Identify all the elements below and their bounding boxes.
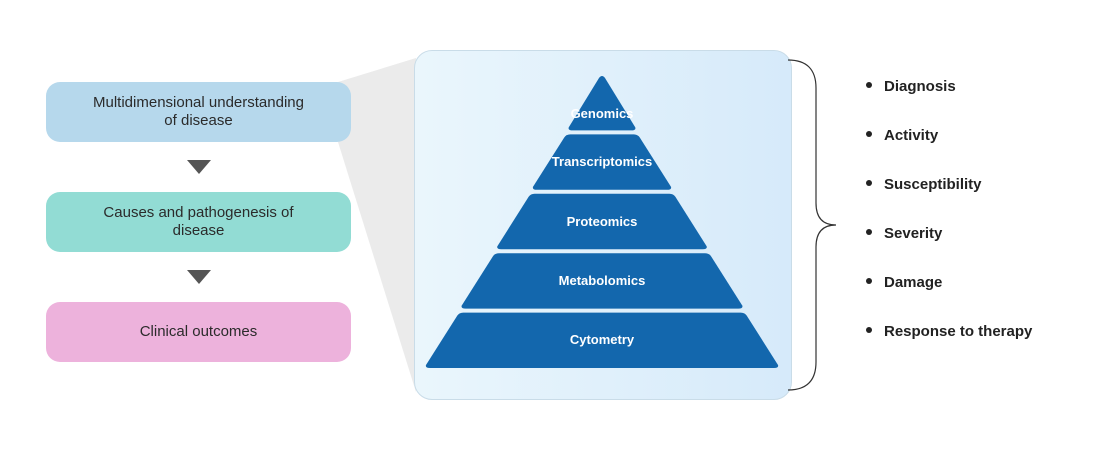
pyramid-tier-genomics bbox=[568, 76, 636, 131]
down-arrow-icon bbox=[187, 270, 211, 284]
pyramid-tier-metabolomics bbox=[461, 253, 743, 309]
outcome-label: Severity bbox=[884, 225, 943, 242]
pyramid-tier-label: Transcriptomics bbox=[551, 154, 653, 170]
flow-step-label: Clinical outcomes bbox=[139, 323, 258, 340]
curly-brace-icon bbox=[787, 59, 836, 391]
pyramid-tier-transcriptomics bbox=[532, 134, 672, 190]
flow-step-clinical-outcomes: Clinical outcomes bbox=[46, 302, 351, 362]
outcome-item: Damage bbox=[866, 274, 942, 291]
bullet-icon bbox=[866, 229, 872, 236]
bullet-icon bbox=[866, 131, 872, 138]
pyramid-tier-label: Genomics bbox=[570, 105, 634, 121]
pyramid-tier-proteomics bbox=[497, 193, 707, 250]
bullet-icon bbox=[866, 180, 872, 187]
outcome-item: Severity bbox=[866, 225, 942, 242]
outcome-item: Response to therapy bbox=[866, 323, 1032, 340]
outcome-item: Activity bbox=[866, 127, 938, 144]
outcome-label: Response to therapy bbox=[884, 323, 1033, 340]
outcome-item: Diagnosis bbox=[866, 78, 956, 95]
flow-step-label: Causes and pathogenesis of disease bbox=[103, 204, 294, 239]
pyramid-tier-cytometry bbox=[425, 312, 779, 368]
flow-step-multidimensional: Multidimensional understanding of diseas… bbox=[46, 82, 351, 142]
outcome-label: Activity bbox=[884, 127, 939, 144]
pyramid-tier-label: Metabolomics bbox=[558, 272, 646, 288]
outcome-label: Diagnosis bbox=[884, 78, 956, 95]
omics-pyramid bbox=[425, 76, 779, 368]
pyramid-tier-label: Proteomics bbox=[566, 213, 638, 229]
flow-step-causes: Causes and pathogenesis of disease bbox=[46, 192, 351, 252]
flow-step-label: Multidimensional understanding of diseas… bbox=[93, 94, 304, 129]
down-arrow-icon bbox=[187, 160, 211, 174]
outcome-item: Susceptibility bbox=[866, 176, 982, 193]
bullet-icon bbox=[866, 82, 872, 89]
bullet-icon bbox=[866, 278, 872, 285]
outcome-label: Damage bbox=[884, 274, 943, 291]
bullet-icon bbox=[866, 327, 872, 334]
pyramid-tier-label: Cytometry bbox=[569, 332, 635, 348]
outcome-label: Susceptibility bbox=[884, 176, 982, 193]
